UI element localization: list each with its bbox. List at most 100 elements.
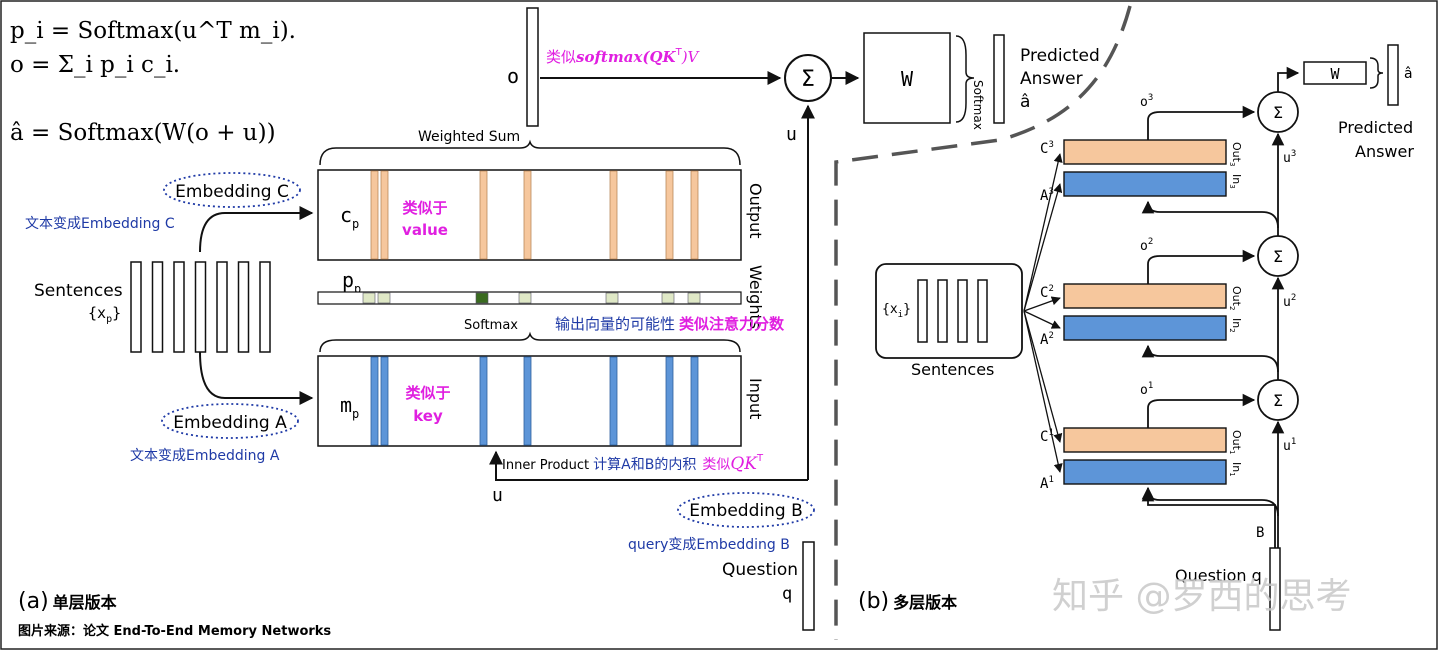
formula-line-3: â = Softmax(W(o + u)) xyxy=(10,120,276,146)
weights-rotated-label: Weights xyxy=(746,265,765,329)
answer-label: Answer xyxy=(1020,69,1083,89)
embedding-a-ellipse xyxy=(161,403,299,439)
sentence-to-a-arrow xyxy=(1023,310,1063,473)
right-sentence-bars xyxy=(917,279,988,343)
layer-a-label: A1 xyxy=(1040,475,1054,492)
layer-query-arrow xyxy=(1141,344,1279,373)
layer-u-label: u3 xyxy=(1283,149,1296,166)
weight-cell xyxy=(475,292,489,304)
right-sentence-bar xyxy=(937,279,948,343)
weight-cell xyxy=(518,292,532,304)
right-answer-label: Answer xyxy=(1355,142,1414,161)
layer-o-label: o2 xyxy=(1140,237,1153,254)
output-prob-cn: 输出向量的可能性类似注意力分数 xyxy=(555,315,785,333)
sentence-to-a-arrow xyxy=(1023,310,1061,329)
weight-cell xyxy=(661,292,675,304)
embedding-b-ellipse xyxy=(677,492,815,528)
layer-sum-circle xyxy=(1257,235,1299,277)
output-memory-slot xyxy=(380,170,389,260)
watermark: 知乎 @罗西的思考 xyxy=(1052,576,1351,617)
layer-query-arrow xyxy=(1141,488,1279,517)
predicted-answer-vector xyxy=(993,34,1005,124)
weight-cell xyxy=(605,292,619,304)
layer-c-label: C3 xyxy=(1040,140,1054,157)
input-memory-slot xyxy=(609,356,618,446)
input-stripes xyxy=(370,356,699,446)
right-sentence-bar xyxy=(977,279,988,343)
formula-line-1: p_i = Softmax(u^T m_i). xyxy=(10,18,296,44)
input-memory-slot xyxy=(479,356,488,446)
input-memory-slot xyxy=(665,356,674,446)
sentence-to-a-arrow xyxy=(1023,183,1063,312)
layer-out-label: Out3 xyxy=(1228,142,1243,166)
right-b-arrow xyxy=(1141,486,1276,548)
embedding-c-ellipse xyxy=(163,172,301,208)
right-predicted-label: Predicted xyxy=(1338,118,1413,137)
u-label-bottom: u xyxy=(492,485,503,506)
c-embedding-arrow xyxy=(199,206,314,253)
value-hint-line2: value xyxy=(402,221,448,239)
layer-sum-circle xyxy=(1257,91,1299,133)
c-i-label: cp xyxy=(340,203,359,231)
sentence-to-c-arrow xyxy=(1023,153,1063,312)
softmax-label: Softmax xyxy=(464,318,518,333)
sentence-bar xyxy=(194,261,207,353)
right-answer-vector xyxy=(1387,44,1399,106)
weight-cell xyxy=(377,292,391,304)
embedding-c-cn: 文本变成Embedding C xyxy=(25,216,175,232)
output-memory-slot xyxy=(665,170,674,260)
value-hint-line1: 类似于 xyxy=(402,199,447,217)
layer-a-bar xyxy=(1063,171,1227,197)
a-hat-label: â xyxy=(1020,92,1030,112)
softmax-rotated-label: Softmax xyxy=(971,80,985,130)
a-embedding-arrow xyxy=(199,351,314,405)
layer-in-label: In1 xyxy=(1228,462,1243,477)
layer-o-label: o3 xyxy=(1140,93,1153,110)
layer-in-label: In2 xyxy=(1228,318,1243,333)
caption-b: (b)多层版本 xyxy=(858,589,957,614)
sentence-bars xyxy=(130,261,271,353)
layer-o-arrow xyxy=(1147,393,1256,428)
sentence-bar xyxy=(259,261,271,353)
output-memory-slot xyxy=(690,170,699,260)
output-stripes xyxy=(370,170,699,260)
softmax-brace-input xyxy=(319,331,741,353)
weighted-sum-label: Weighted Sum xyxy=(418,129,520,145)
sentence-bar xyxy=(130,261,142,353)
sentence-bar xyxy=(173,261,185,353)
layer-sum-sigma: Σ xyxy=(1273,391,1283,410)
right-sentences-label: Sentences xyxy=(911,360,994,379)
softmax-brace xyxy=(955,35,975,123)
right-w-label: W xyxy=(1330,65,1340,83)
sum-sigma: Σ xyxy=(801,67,815,92)
question-q-vector xyxy=(802,541,815,631)
layer-c-bar xyxy=(1063,139,1227,165)
layer-u-label: u1 xyxy=(1283,437,1296,454)
q-label: q xyxy=(782,584,792,604)
layer-c-label: C2 xyxy=(1040,284,1054,301)
layer-out-label: Out1 xyxy=(1228,430,1243,454)
layer-u-label: u2 xyxy=(1283,293,1296,310)
weighted-sum-brace xyxy=(319,139,741,166)
sentence-to-c-arrow xyxy=(1023,310,1063,443)
similar-softmax-text: 类似softmax(QKT)V xyxy=(546,47,701,66)
layer-sum-circle xyxy=(1257,379,1299,421)
layer-o-label: o1 xyxy=(1140,381,1153,398)
layer-o-arrow xyxy=(1147,249,1256,284)
weight-cell xyxy=(362,292,376,304)
embedding-c-label: Embedding C xyxy=(175,182,289,202)
layer-o-arrow xyxy=(1147,105,1256,140)
sentence-bar xyxy=(216,261,228,353)
right-question-label: Question q xyxy=(1175,566,1262,585)
layer-a-bar xyxy=(1063,459,1227,485)
right-sentence-bar xyxy=(917,279,928,343)
question-label: Question xyxy=(722,560,798,580)
output-o-vector xyxy=(526,7,539,127)
w-matrix-label: W xyxy=(901,67,914,91)
caption-a: (a)单层版本 xyxy=(18,589,117,614)
input-rotated-label: Input xyxy=(746,378,765,419)
output-memory-slot xyxy=(370,170,379,260)
x-set-label: {xp} xyxy=(88,304,121,325)
